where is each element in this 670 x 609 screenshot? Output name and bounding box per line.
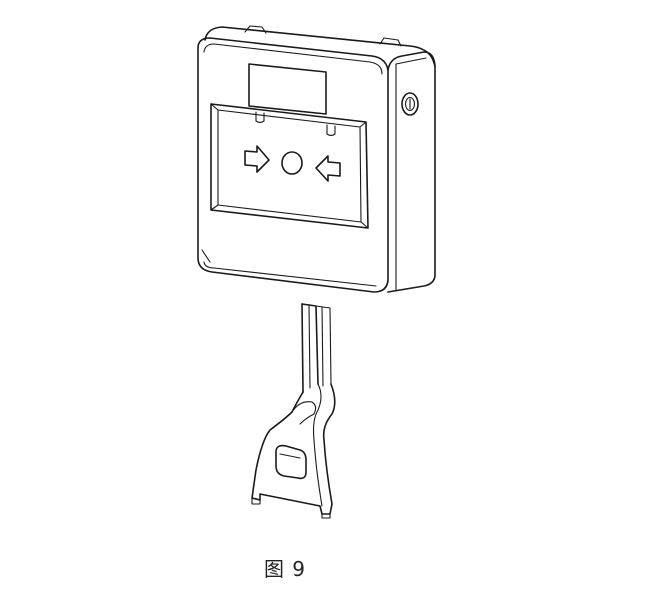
- left-pointing-arrow-icon: [315, 155, 341, 182]
- label-window: [248, 63, 327, 115]
- device-body: [197, 25, 436, 293]
- frangible-element-frame: [210, 103, 369, 229]
- test-key-tool: [251, 303, 336, 519]
- keyhole-icon: [401, 92, 419, 116]
- right-pointing-arrow-icon: [244, 145, 270, 173]
- circle-indicator-icon: [281, 151, 303, 175]
- figure-caption: 图 9: [263, 557, 307, 581]
